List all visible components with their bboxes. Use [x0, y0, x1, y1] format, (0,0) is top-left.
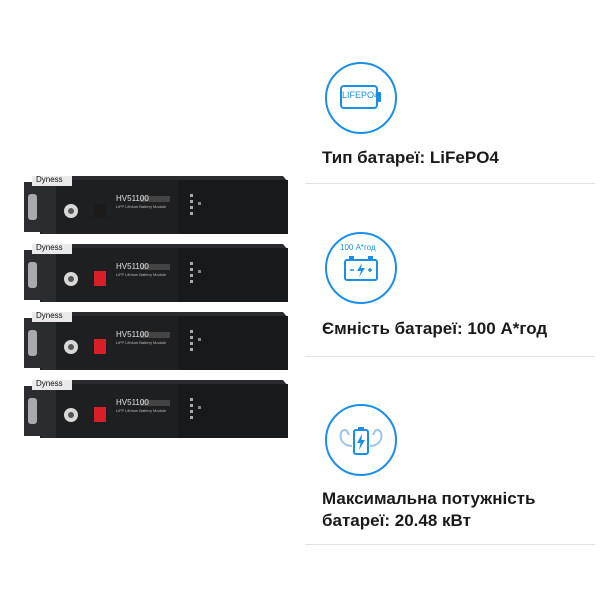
- brand-logo: Dyness: [36, 175, 63, 184]
- battery-module: Dyness HV51100 LiFP Lithium Battery Modu…: [18, 172, 293, 238]
- module-subtitle: LiFP Lithium Battery Module: [116, 408, 167, 413]
- battery-module: Dyness HV51100 LiFP Lithium Battery Modu…: [18, 376, 293, 442]
- power-battery-icon: [325, 404, 397, 476]
- feature-battery-power: Максимальна потужність батареї: 20.48 кВ…: [305, 404, 595, 554]
- module-subtitle: LiFP Lithium Battery Module: [116, 204, 167, 209]
- brand-logo: Dyness: [36, 243, 63, 252]
- model-label: HV51100: [116, 262, 149, 271]
- capacity-icon-text: 100 А*год: [340, 243, 376, 252]
- module-subtitle: LiFP Lithium Battery Module: [116, 340, 167, 345]
- battery-type-label: Тип батареї: LiFePO4: [322, 148, 499, 167]
- battery-stack-image: Dyness HV51100 LiFP Lithium Battery Modu…: [18, 172, 293, 452]
- battery-power-label-line1: Максимальна потужність: [322, 489, 536, 508]
- battery-module: Dyness HV51100 LiFP Lithium Battery Modu…: [18, 308, 293, 374]
- divider: [305, 356, 595, 357]
- brand-logo: Dyness: [36, 311, 63, 320]
- brand-logo: Dyness: [36, 379, 63, 388]
- lifepo4-icon-text: LIFEPO4: [342, 90, 380, 100]
- feature-battery-type: LIFEPO4 Тип батареї: LiFePO4: [305, 62, 595, 192]
- battery-power-label-line2: батареї: 20.48 кВт: [322, 511, 471, 530]
- divider: [305, 183, 595, 184]
- lifepo4-battery-icon: LIFEPO4: [325, 62, 397, 134]
- capacity-battery-icon: 100 А*год: [325, 232, 397, 304]
- divider: [305, 544, 595, 545]
- model-label: HV51100: [116, 194, 149, 203]
- module-subtitle: LiFP Lithium Battery Module: [116, 272, 167, 277]
- feature-battery-capacity: 100 А*год Ємність батареї: 100 А*год: [305, 232, 595, 372]
- model-label: HV51100: [116, 398, 149, 407]
- battery-capacity-label: Ємність батареї: 100 А*год: [322, 319, 548, 338]
- battery-module: Dyness HV51100 LiFP Lithium Battery Modu…: [18, 240, 293, 306]
- model-label: HV51100: [116, 330, 149, 339]
